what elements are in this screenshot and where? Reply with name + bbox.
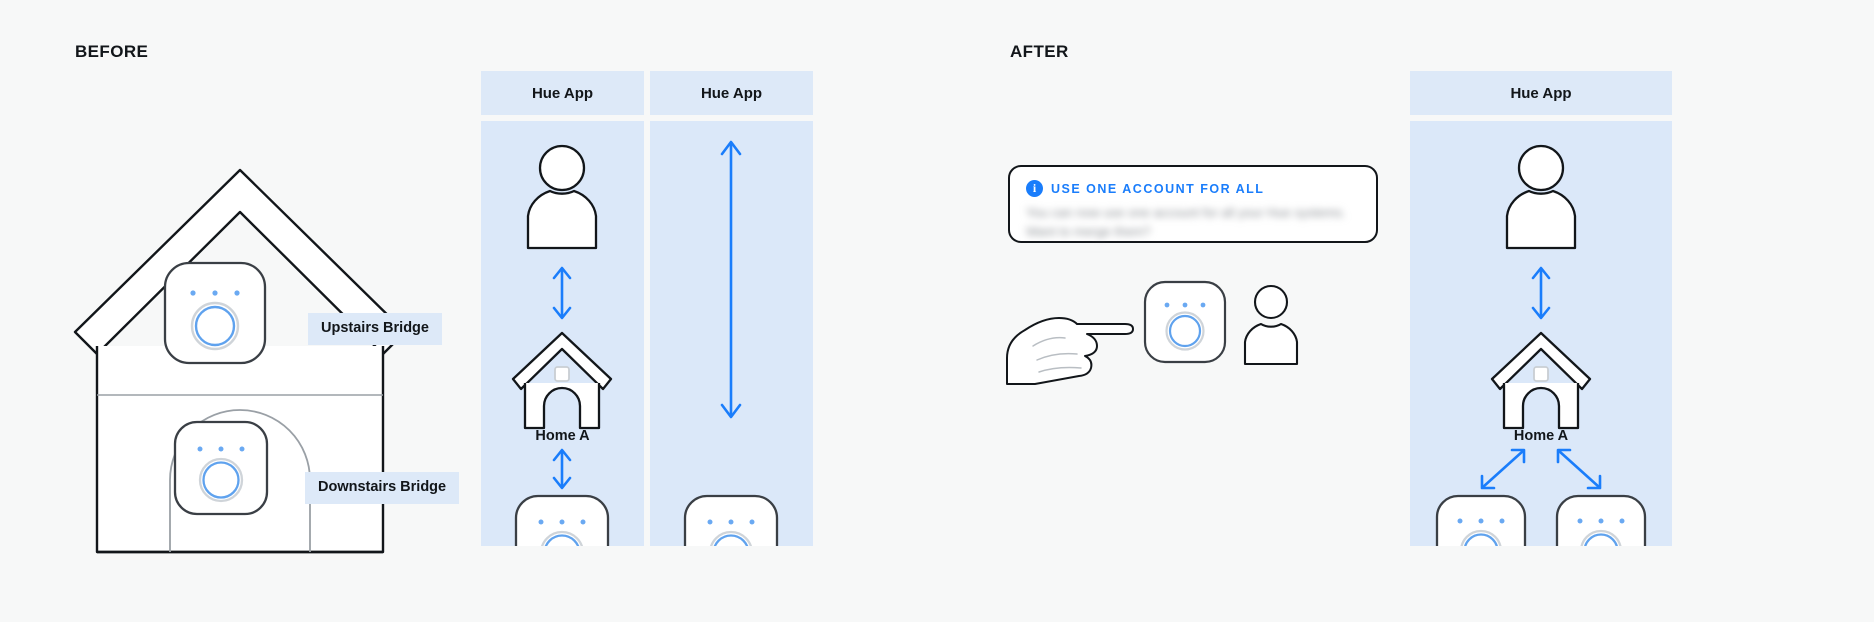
after-scene <box>1006 280 1299 385</box>
label-downstairs-bridge: Downstairs Bridge <box>305 472 460 504</box>
bridge-device <box>683 494 779 546</box>
notice-card[interactable]: i USE ONE ACCOUNT FOR ALL You can now us… <box>1008 165 1378 243</box>
user-icon <box>1505 144 1577 250</box>
home-icon <box>1490 331 1592 430</box>
panel-header-hue-app: Hue App <box>650 71 813 115</box>
panel-body <box>650 121 813 546</box>
before-section-title: BEFORE <box>75 42 149 61</box>
panel-art <box>683 140 779 546</box>
bridge-device <box>1555 494 1647 546</box>
home-icon <box>511 331 613 430</box>
upstairs-bridge <box>163 261 267 365</box>
downstairs-bridge <box>173 420 269 516</box>
notice-body: You can now use one account for all your… <box>1026 205 1346 239</box>
bridge-device <box>514 494 610 546</box>
home-label: Home A <box>535 428 590 444</box>
panel-hue-app-merged: Hue App <box>1410 71 1672 546</box>
user-icon <box>1243 284 1299 366</box>
bridge-device <box>1435 494 1527 546</box>
connector-diagonal-arrow-right <box>1556 448 1602 490</box>
bridge-device <box>1143 280 1227 364</box>
connector-double-arrow-1 <box>1531 266 1551 320</box>
panel-art <box>1435 144 1647 546</box>
home-label: Home A <box>1513 428 1569 444</box>
connector-double-arrow-1 <box>552 266 572 320</box>
notice-title: USE ONE ACCOUNT FOR ALL <box>1051 181 1265 196</box>
panel-body: Home A <box>1410 121 1672 546</box>
user-icon <box>526 144 598 250</box>
info-icon: i <box>1026 180 1043 197</box>
panel-art <box>511 144 613 546</box>
panel-header-hue-app: Hue App <box>1410 71 1672 115</box>
panel-body: Home A <box>481 121 644 546</box>
panel-header-hue-app: Hue App <box>481 71 644 115</box>
connector-diagonal-arrow-left <box>1480 448 1526 490</box>
connector-long-double-arrow <box>720 140 742 419</box>
label-upstairs-bridge: Upstairs Bridge <box>308 313 442 345</box>
panel-hue-app-standalone: Hue App <box>650 71 813 546</box>
notice-header: i USE ONE ACCOUNT FOR ALL <box>1026 180 1360 197</box>
after-section-title: AFTER <box>1010 42 1069 61</box>
pointing-hand-icon <box>1006 317 1134 385</box>
panel-hue-app-home-a: Hue App <box>481 71 644 546</box>
connector-double-arrow-2 <box>552 448 572 490</box>
